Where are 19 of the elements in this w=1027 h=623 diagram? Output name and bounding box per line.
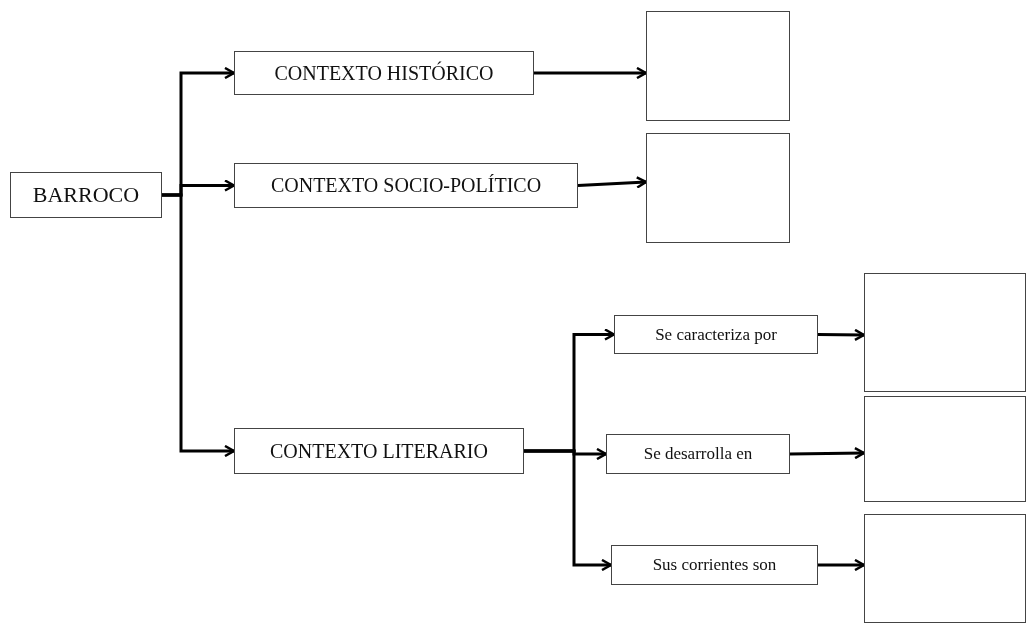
concept-box: CONTEXTO SOCIO-POLÍTICO xyxy=(234,163,578,208)
empty-box xyxy=(864,514,1026,623)
concept-box: Se desarrolla en xyxy=(606,434,790,474)
arrow xyxy=(818,328,866,342)
empty-box xyxy=(864,273,1026,392)
arrow xyxy=(818,558,866,572)
concept-box: CONTEXTO HISTÓRICO xyxy=(234,51,534,95)
arrow xyxy=(577,176,648,189)
empty-box xyxy=(864,396,1026,502)
empty-box xyxy=(646,133,790,243)
concept-box: BARROCO xyxy=(10,172,162,218)
concept-box: Se caracteriza por xyxy=(614,315,818,354)
concept-box: Sus corrientes son xyxy=(611,545,818,585)
concept-box: CONTEXTO LITERARIO xyxy=(234,428,524,474)
arrow xyxy=(162,193,236,458)
empty-box xyxy=(646,11,790,121)
arrow xyxy=(524,449,613,572)
arrow xyxy=(534,66,648,80)
arrow xyxy=(789,446,866,460)
